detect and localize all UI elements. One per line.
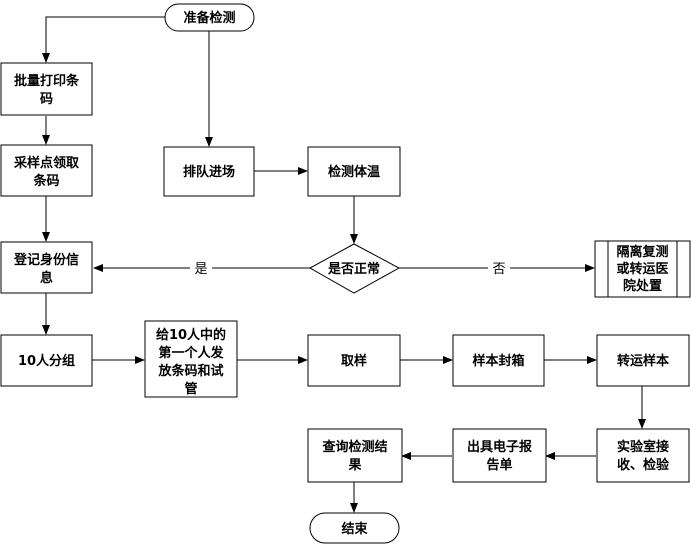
give-first-line4: 管 bbox=[184, 381, 197, 397]
yes-label-bg bbox=[190, 259, 212, 277]
isolate-line1: 隔离复测 bbox=[616, 244, 668, 260]
queue-label: 排队进场 bbox=[183, 164, 235, 180]
node-transport: 转运样本 bbox=[596, 334, 690, 387]
query-box bbox=[307, 428, 403, 483]
transport-label: 转运样本 bbox=[617, 353, 669, 369]
register-line1: 登记身份信 bbox=[13, 252, 79, 268]
isolate-line2: 或转运医 bbox=[616, 261, 668, 277]
node-isolate: 隔离复测 或转运医 院处置 bbox=[594, 240, 691, 298]
node-report: 出具电子报 告单 bbox=[452, 428, 547, 483]
lab-line1: 实验室接 bbox=[617, 439, 669, 455]
node-group10: 10人分组 bbox=[0, 334, 93, 387]
edge-start-to-print bbox=[42, 16, 166, 63]
query-line1: 查询检测结 bbox=[321, 439, 387, 455]
node-collect: 采样点领取 条码 bbox=[0, 144, 93, 197]
query-line2: 果 bbox=[347, 458, 361, 473]
node-batch-print: 批量打印条 码 bbox=[0, 62, 93, 116]
node-register: 登记身份信 息 bbox=[0, 241, 93, 294]
register-line2: 息 bbox=[40, 270, 53, 286]
report-line1: 出具电子报 bbox=[467, 439, 533, 455]
lab-line2: 收、检验 bbox=[617, 457, 670, 473]
node-temp: 检测体温 bbox=[307, 146, 401, 197]
end-terminator-shape bbox=[309, 512, 400, 544]
lab-box bbox=[596, 428, 690, 483]
batch-print-box bbox=[0, 62, 93, 116]
give-first-line1: 给10人中的 bbox=[156, 327, 226, 343]
sampling-label: 取样 bbox=[341, 353, 367, 369]
edge-label-no: 否 bbox=[492, 262, 505, 277]
node-queue: 排队进场 bbox=[163, 146, 255, 197]
node-end: 结束 bbox=[309, 512, 400, 544]
end-label: 结束 bbox=[341, 521, 368, 537]
collect-line2: 条码 bbox=[33, 173, 59, 189]
node-normal-check: 是否正常 bbox=[308, 243, 401, 294]
node-seal: 样本封箱 bbox=[452, 334, 545, 387]
give-first-line3: 放条码和试 bbox=[157, 363, 223, 379]
node-start: 准备检测 bbox=[164, 3, 255, 32]
start-label: 准备检测 bbox=[183, 10, 235, 26]
node-give-first: 给10人中的 第一个人发 放条码和试 管 bbox=[144, 320, 238, 398]
queue-box bbox=[163, 146, 255, 197]
node-lab: 实验室接 收、检验 bbox=[596, 428, 690, 483]
collect-box bbox=[0, 144, 93, 197]
transport-box bbox=[596, 334, 690, 387]
temp-box bbox=[307, 146, 401, 197]
node-query: 查询检测结 果 bbox=[307, 428, 403, 483]
group10-box bbox=[0, 334, 93, 387]
collect-line1: 采样点领取 bbox=[13, 155, 80, 171]
give-first-box bbox=[144, 320, 238, 398]
node-sampling: 取样 bbox=[307, 334, 401, 387]
isolate-line3: 院处置 bbox=[623, 278, 662, 294]
isolate-box bbox=[594, 240, 691, 298]
report-box bbox=[452, 428, 547, 483]
group10-label: 10人分组 bbox=[18, 353, 75, 369]
seal-label: 样本封箱 bbox=[472, 353, 524, 369]
batch-print-line2: 码 bbox=[40, 92, 53, 107]
no-label-bg bbox=[488, 259, 510, 277]
decision-diamond bbox=[308, 243, 401, 294]
normal-check-label: 是否正常 bbox=[327, 261, 380, 277]
seal-box bbox=[452, 334, 545, 387]
batch-print-line1: 批量打印条 bbox=[14, 73, 80, 89]
give-first-line2: 第一个人发 bbox=[158, 345, 224, 361]
start-terminator-shape bbox=[164, 3, 255, 32]
edge-label-yes: 是 bbox=[194, 262, 207, 277]
report-line2: 告单 bbox=[486, 457, 512, 473]
register-box bbox=[0, 241, 93, 294]
temp-label: 检测体温 bbox=[328, 164, 380, 180]
sampling-box bbox=[307, 334, 401, 387]
